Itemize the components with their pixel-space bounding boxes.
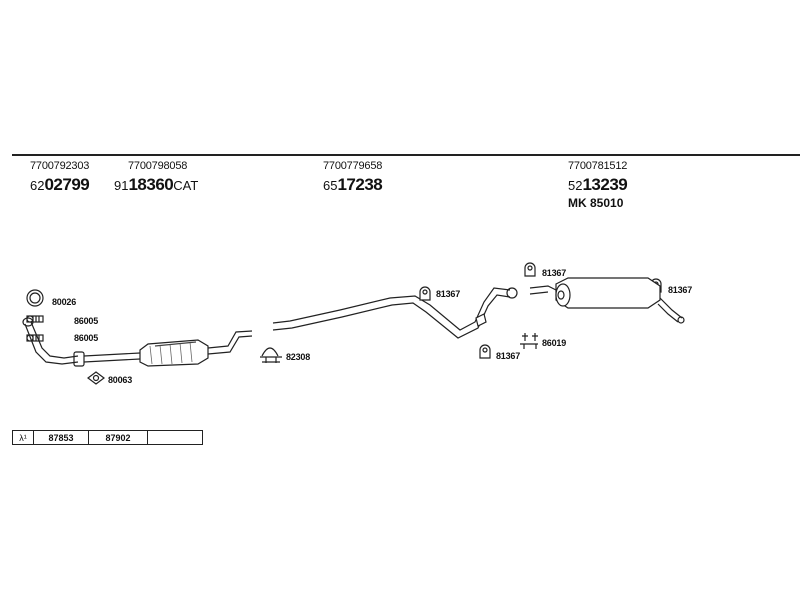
bolt-icon-upper (26, 315, 44, 323)
code-prefix: 65 (323, 178, 338, 193)
header-rule (12, 154, 800, 156)
label-gasket: 80063 (108, 375, 133, 385)
rubber-hanger-icon-rear-left (524, 262, 536, 277)
code-middle-pipe: 6517238 (323, 175, 383, 195)
code-prefix: 52 (568, 178, 583, 193)
rubber-hanger-icon-low (479, 344, 491, 359)
code-front-pipe: 6202799 (30, 175, 90, 195)
code-prefix: 91 (114, 178, 129, 193)
label-bolts-rear: 86019 (542, 338, 567, 348)
rubber-hanger-icon-mid (419, 286, 431, 301)
part-number-front-pipe: 7700792303 (30, 160, 90, 172)
sensor-table: λ¹ 87853 87902 (12, 430, 203, 445)
label-sealing-ring: 80026 (52, 297, 77, 307)
gasket-icon (87, 371, 105, 385)
label-bolt-lower: 86005 (74, 333, 99, 343)
label-hanger-rear-right: 81367 (668, 285, 693, 295)
code-main: 13239 (582, 175, 628, 194)
code-catalyst: 9118360CAT (114, 175, 198, 195)
sensor-cell-2: 87902 (89, 431, 148, 444)
sensor-cell-3 (148, 431, 202, 444)
label-hanger-low: 81367 (496, 351, 521, 361)
label-bolt-upper: 86005 (74, 316, 99, 326)
code-suffix: CAT (173, 178, 199, 193)
part-number-catalyst: 7700798058 (128, 160, 188, 172)
code-prefix: 62 (30, 178, 45, 193)
code-main: 17238 (337, 175, 383, 194)
sensor-cell-1: 87853 (34, 431, 89, 444)
bolts-icon-rear (520, 333, 538, 349)
label-hanger-rear-left: 81367 (542, 268, 567, 278)
code-main: 18360 (128, 175, 174, 194)
mounting-kit-code: MK 85010 (568, 196, 624, 210)
sealing-ring-icon (26, 289, 44, 307)
part-number-middle-pipe: 7700779658 (323, 160, 383, 172)
pipe-clamp-icon (260, 347, 282, 363)
lambda-sensor-icon: λ¹ (13, 431, 34, 444)
label-clamp: 82308 (286, 352, 311, 362)
front-pipe-icon (22, 317, 85, 367)
middle-pipe-icon (272, 287, 518, 339)
part-number-rear-silencer: 7700781512 (568, 160, 628, 172)
label-hanger-mid: 81367 (436, 289, 461, 299)
catalytic-converter-icon (139, 339, 209, 367)
code-main: 02799 (44, 175, 90, 194)
code-rear-silencer: 5213239 (568, 175, 628, 195)
rear-silencer-icon (529, 277, 685, 324)
